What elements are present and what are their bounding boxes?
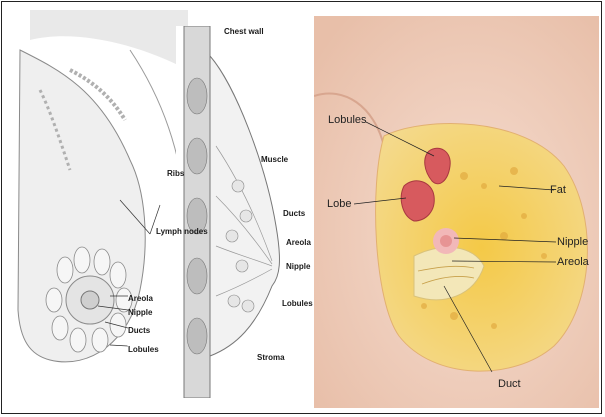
label-nipple-left: Nipple [128, 308, 153, 317]
label-lymph-nodes: Lymph nodes [156, 227, 208, 236]
label-areola-right: Areola [557, 256, 590, 268]
label-areola-middle: Areola [286, 238, 311, 247]
label-ducts-middle: Ducts [283, 209, 306, 218]
label-ribs: Ribs [167, 169, 185, 178]
label-duct: Duct [498, 378, 521, 390]
label-ducts-left: Ducts [128, 326, 151, 335]
label-fat: Fat [550, 184, 566, 196]
label-nipple-middle: Nipple [286, 262, 311, 271]
label-lobules-left: Lobules [128, 345, 159, 354]
label-stroma: Stroma [257, 353, 285, 362]
label-chest-wall: Chest wall [224, 27, 264, 36]
label-lobules-right: Lobules [328, 114, 367, 126]
label-muscle: Muscle [261, 155, 289, 164]
label-areola-left: Areola [128, 294, 153, 303]
label-lobules-middle: Lobules [282, 299, 313, 308]
label-nipple-right: Nipple [557, 236, 588, 248]
label-lobe: Lobe [327, 198, 351, 210]
